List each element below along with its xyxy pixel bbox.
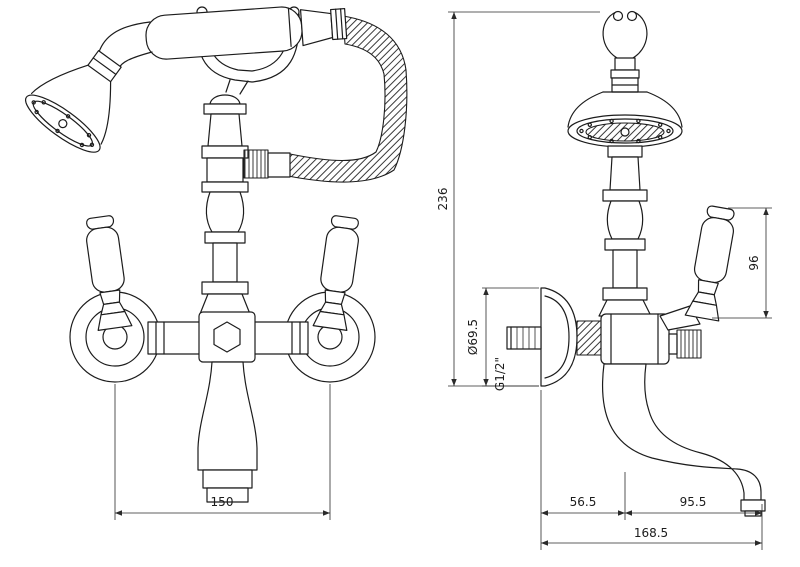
shower-hose <box>287 15 408 183</box>
mixer-body-front <box>147 311 309 363</box>
thread-lines <box>516 327 536 349</box>
dimension-wall-offset: 56.5 <box>540 390 626 550</box>
shower-head <box>567 77 683 148</box>
thread-label: G1/2" <box>493 357 507 391</box>
hand-shower-head <box>25 50 122 153</box>
dimension-depth: 168.5 <box>541 526 762 546</box>
diverter-knob-side <box>668 329 702 359</box>
hand-shower-grip <box>145 6 303 60</box>
hose-cone <box>299 9 334 47</box>
spout-side <box>601 363 766 517</box>
dimension-handle-height: 96 <box>712 207 772 319</box>
dimension-wall-offset-label: 56.5 <box>570 495 597 509</box>
hex-nut <box>213 321 241 353</box>
front-view: 150 <box>25 6 408 520</box>
dimension-flange-diameter: Ø69.5 <box>466 287 539 387</box>
hand-shower <box>25 6 348 153</box>
handle-side <box>684 204 739 322</box>
dimension-width-label: 150 <box>211 495 234 509</box>
hand-shower-neck <box>98 21 151 53</box>
dimension-outlet-offset: 95.5 <box>625 495 763 550</box>
spray-holes <box>31 100 95 148</box>
supply-pipe <box>506 326 542 350</box>
dimension-outlet-offset-label: 95.5 <box>680 495 707 509</box>
dimension-flange-label: Ø69.5 <box>466 319 480 355</box>
spout-front <box>197 361 258 503</box>
dimension-depth-label: 168.5 <box>634 526 668 540</box>
riser-column-side <box>598 145 652 317</box>
diverter-knob-front <box>243 149 291 179</box>
dimension-handle-label: 96 <box>747 255 761 270</box>
side-view: 236 96 Ø69.5 G1/2" 56.5 95.5 <box>436 10 772 550</box>
wall-flange-side <box>540 287 578 387</box>
shower-face-holes <box>579 118 671 144</box>
mixer-body-side <box>576 313 670 365</box>
dimension-height-label: 236 <box>436 188 450 211</box>
wall-bracket <box>602 10 648 79</box>
dimension-width: 150 <box>114 384 331 520</box>
riser-column-front <box>199 94 251 315</box>
